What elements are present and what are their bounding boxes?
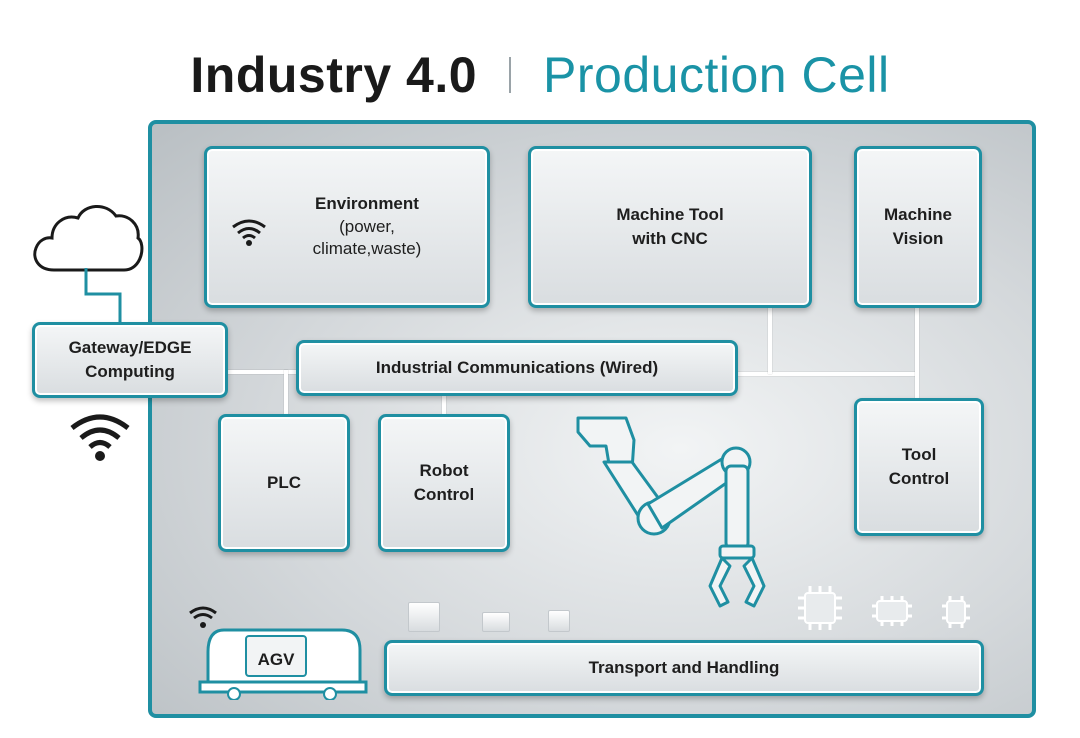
transport-label: Transport and Handling: [588, 658, 780, 678]
title-separator: [509, 57, 512, 93]
chip-icon: [872, 596, 912, 626]
tool-control-box[interactable]: Tool Control: [854, 398, 984, 536]
plc-box[interactable]: PLC: [218, 414, 350, 552]
machine-vision-box[interactable]: Machine Vision: [854, 146, 982, 308]
cloud-icon: [33, 205, 144, 272]
environment-box[interactable]: Environment (power, climate,waste): [204, 146, 490, 308]
transport-box[interactable]: Transport and Handling: [384, 640, 984, 696]
crate-icon: [408, 602, 440, 632]
industrial-comms-box[interactable]: Industrial Communications (Wired): [296, 340, 738, 396]
connector-machine-vision: [915, 306, 919, 400]
machine-tool-label: Machine Tool with CNC: [616, 205, 724, 248]
connector-machine-tool: [768, 306, 772, 374]
agv-icon: [198, 628, 368, 700]
gateway-box[interactable]: Gateway/EDGE Computing: [32, 322, 228, 398]
title-right: Production Cell: [543, 47, 890, 103]
connector-robot-control: [442, 394, 446, 416]
connector-plc: [284, 370, 288, 416]
environment-sub1: (power,: [339, 216, 395, 236]
industrial-comms-label: Industrial Communications (Wired): [375, 358, 659, 378]
gateway-label: Gateway/EDGE Computing: [68, 338, 192, 381]
environment-title: Environment: [315, 193, 419, 213]
diagram-title: Industry 4.0 Production Cell: [0, 40, 1080, 110]
tool-control-label: Tool Control: [888, 445, 950, 488]
bus-line-gateway: [226, 370, 298, 374]
robot-control-label: Robot Control: [413, 461, 475, 504]
cloud-connector: [84, 268, 122, 328]
machine-vision-label: Machine Vision: [883, 205, 953, 248]
machine-tool-box[interactable]: Machine Tool with CNC: [528, 146, 812, 308]
chip-icon: [798, 586, 842, 630]
robot-arm-icon: [576, 416, 766, 608]
plc-label: PLC: [267, 473, 301, 493]
wifi-icon: [232, 219, 266, 246]
bus-line-right: [736, 372, 918, 376]
crate-icon: [482, 612, 510, 632]
environment-sub2: climate,waste): [312, 239, 422, 259]
crate-icon: [548, 610, 570, 632]
wifi-icon: [70, 414, 130, 461]
agv-label: AGV: [257, 650, 295, 669]
chip-icon: [942, 596, 970, 628]
robot-control-box[interactable]: Robot Control: [378, 414, 510, 552]
wifi-icon: [189, 606, 217, 628]
environment-label: Environment (power, climate,waste): [313, 193, 422, 262]
title-left: Industry 4.0: [190, 47, 478, 103]
